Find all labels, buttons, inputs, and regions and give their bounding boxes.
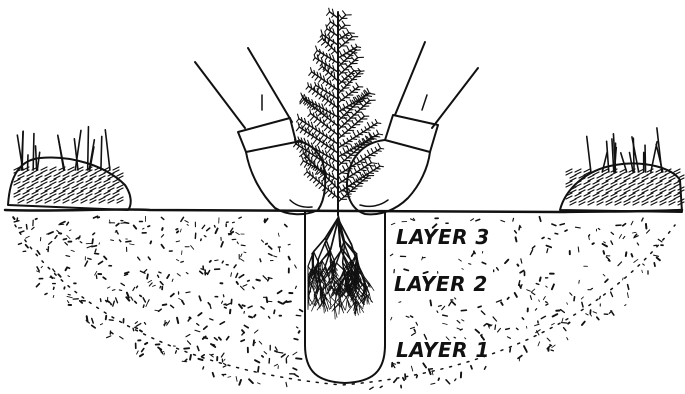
layer-labels: LAYER 3 LAYER 2 LAYER 1 [394,225,490,362]
seedling-roots [308,215,374,319]
right-hand [347,42,478,214]
layer-3-label: LAYER 3 [396,225,490,249]
layer-1-label: LAYER 1 [396,338,490,362]
seedling [294,8,384,215]
right-sod-clump [560,128,684,212]
left-sod-clump [8,127,131,210]
soil-speckles [13,216,663,389]
layer-2-label: LAYER 2 [394,272,488,296]
